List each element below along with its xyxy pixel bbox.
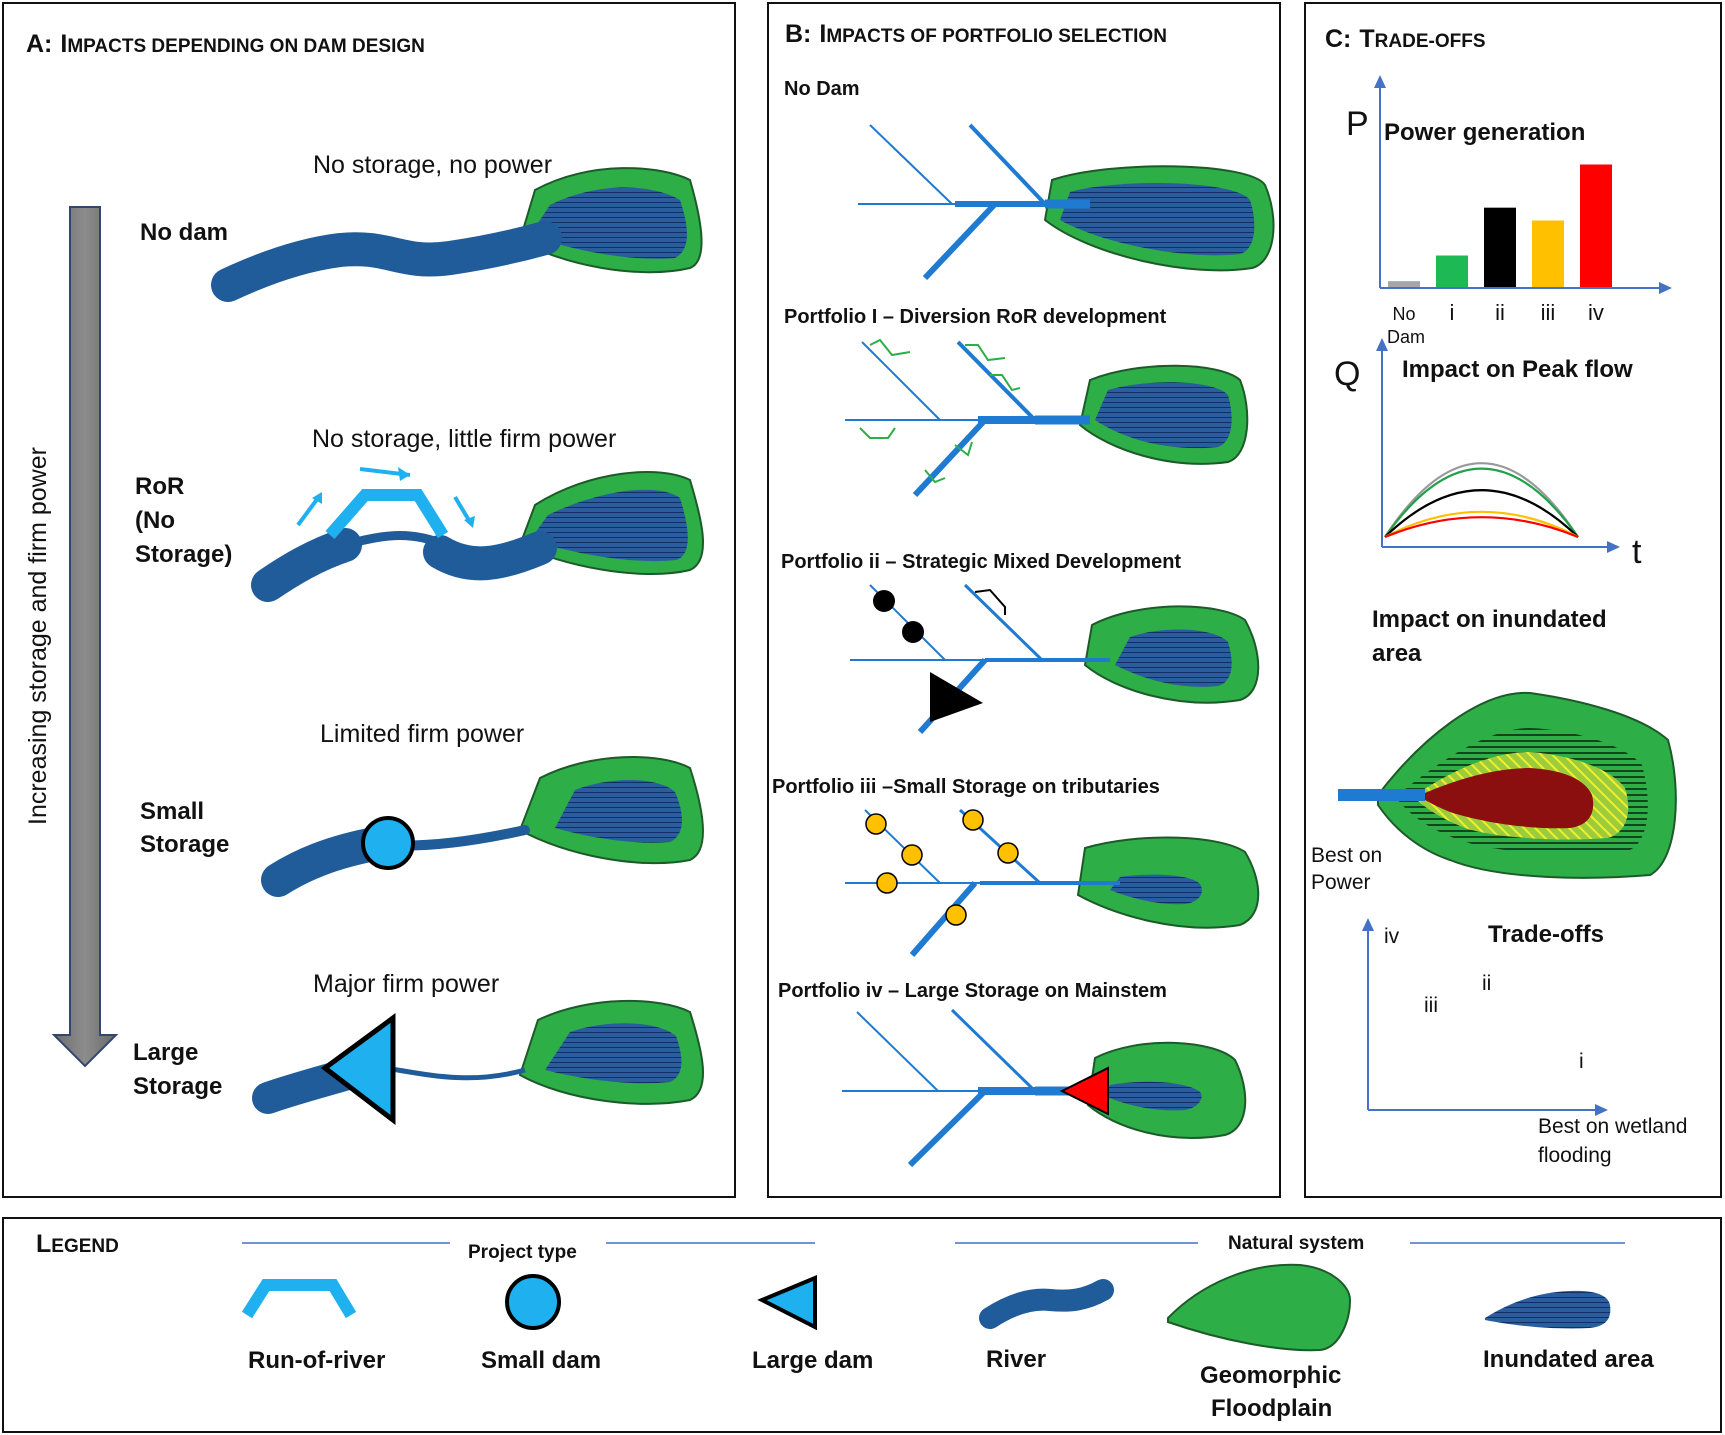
peak-curves [1384,462,1579,539]
legend-group-project: Project type [468,1242,577,1263]
legend-small-dam-label: Small dam [481,1347,601,1374]
panel-c-title: C:TRADE-OFFS [1325,25,1486,53]
row-label-large-1: Large [133,1039,198,1066]
power-bar-4 [1532,220,1564,287]
tradeoff-point-iii: iii [1424,994,1438,1017]
legend-ror-symbol [241,1279,357,1319]
row-label-ror-2: (No [135,507,175,534]
network-portfolio-i [845,338,1249,498]
best-on-power-1: Best on [1311,844,1382,867]
power-tick-label: iv [1588,300,1604,325]
tradeoffs-title: Trade-offs [1488,921,1604,948]
panel-a-frame [2,2,736,1198]
power-bar-5 [1580,164,1612,287]
network-portfolio-ii [850,583,1260,735]
peak-axis-y: Q [1334,355,1360,393]
portfolio-label-iv: Portfolio iv – Large Storage on Mainstem [778,980,1167,1002]
legend: LEGEND Project type Natural system Run-o… [36,1230,1654,1422]
portfolio-label-no-dam: No Dam [784,78,860,100]
row-illustration-no-dam [211,167,703,302]
panel-a-title: A:IMPACTS DEPENDING ON DAM DESIGN [26,30,425,58]
panel-b-title: B:IMPACTS OF PORTFOLIO SELECTION [785,20,1167,48]
inundated-area-illustration [1338,691,1677,879]
peak-chart: Q t Impact on Peak flow [1334,338,1642,571]
power-tick-label: iii [1541,300,1556,325]
power-tick-label: i [1450,300,1455,325]
increasing-arrow-label: Increasing storage and firm power [24,447,52,825]
tradeoffs-xlabel-2: flooding [1538,1144,1612,1167]
network-portfolio-iii [845,808,1260,957]
legend-small-dam-symbol [505,1274,561,1330]
tradeoff-point-iv: iv [1384,925,1400,948]
power-bar-2 [1436,255,1468,287]
row-caption-small: Limited firm power [320,720,524,748]
portfolio-label-ii: Portfolio ii – Strategic Mixed Developme… [781,551,1181,573]
row-caption-ror: No storage, little firm power [312,425,616,453]
panel-a: A:IMPACTS DEPENDING ON DAM DESIGN Increa… [24,30,704,1126]
legend-group-natural: Natural system [1228,1233,1364,1254]
power-bar-1 [1388,281,1420,287]
row-label-small-1: Small [140,798,204,825]
legend-ror-label: Run-of-river [248,1347,385,1374]
row-illustration-ror [251,467,704,602]
network-portfolio-iv [842,1008,1247,1168]
legend-river-symbol [979,1279,1114,1329]
row-label-ror-3: Storage) [135,541,232,568]
power-tick-label: ii [1495,300,1505,325]
legend-large-dam-label: Large dam [752,1347,873,1374]
power-tick-label: No [1392,304,1415,324]
legend-frame [2,1217,1722,1433]
tradeoff-point-i: i [1579,1050,1584,1073]
row-label-ror-1: RoR [135,473,184,500]
power-axis-letter: P [1346,105,1369,143]
row-illustration-small [261,756,704,897]
peak-curve-2 [1384,467,1579,538]
peak-axis-x: t [1632,533,1642,571]
power-bars [1388,164,1612,287]
row-caption-large: Major firm power [313,970,499,998]
row-label-large-2: Storage [133,1073,222,1100]
best-on-power-2: Power [1311,871,1371,894]
portfolio-label-iii: Portfolio iii –Small Storage on tributar… [772,776,1160,798]
peak-chart-title: Impact on Peak flow [1402,356,1633,383]
legend-river-label: River [986,1346,1046,1373]
legend-floodplain-label-2: Floodplain [1211,1395,1332,1422]
panel-b: B:IMPACTS OF PORTFOLIO SELECTION No Dam … [772,20,1275,1168]
portfolio-label-i: Portfolio I – Diversion RoR development [784,306,1167,328]
row-label-no-dam: No dam [140,219,228,246]
tradeoff-point-ii: ii [1482,972,1491,995]
row-caption-no-dam: No storage, no power [313,151,552,179]
inundated-title-2: area [1372,640,1422,667]
tradeoffs-xlabel-1: Best on wetland [1538,1115,1687,1138]
peak-curve-3 [1384,489,1579,538]
inundated-title-1: Impact on inundated [1372,606,1607,633]
legend-large-dam-symbol [757,1275,817,1331]
power-chart-title: Power generation [1384,119,1585,146]
row-illustration-large [252,999,704,1126]
peak-curve-5 [1384,516,1579,539]
row-label-small-2: Storage [140,831,229,858]
network-no-dam [858,123,1275,281]
legend-inundated-symbol [1485,1290,1611,1329]
legend-floodplain-label-1: Geomorphic [1200,1362,1341,1389]
tradeoffs-plot: Trade-offs iv ii iii i Best on wetland f… [1362,918,1687,1167]
legend-inundated-label: Inundated area [1483,1346,1654,1373]
legend-title: LEGEND [36,1230,119,1258]
peak-curve-4 [1384,510,1579,538]
increasing-arrow [51,206,119,1068]
panel-b-frame [767,2,1281,1198]
power-bar-3 [1484,207,1516,287]
power-tick-label: Dam [1387,327,1425,347]
legend-floodplain-symbol [1167,1263,1352,1352]
panel-c-frame [1304,2,1722,1198]
peak-curve-1 [1384,462,1579,538]
